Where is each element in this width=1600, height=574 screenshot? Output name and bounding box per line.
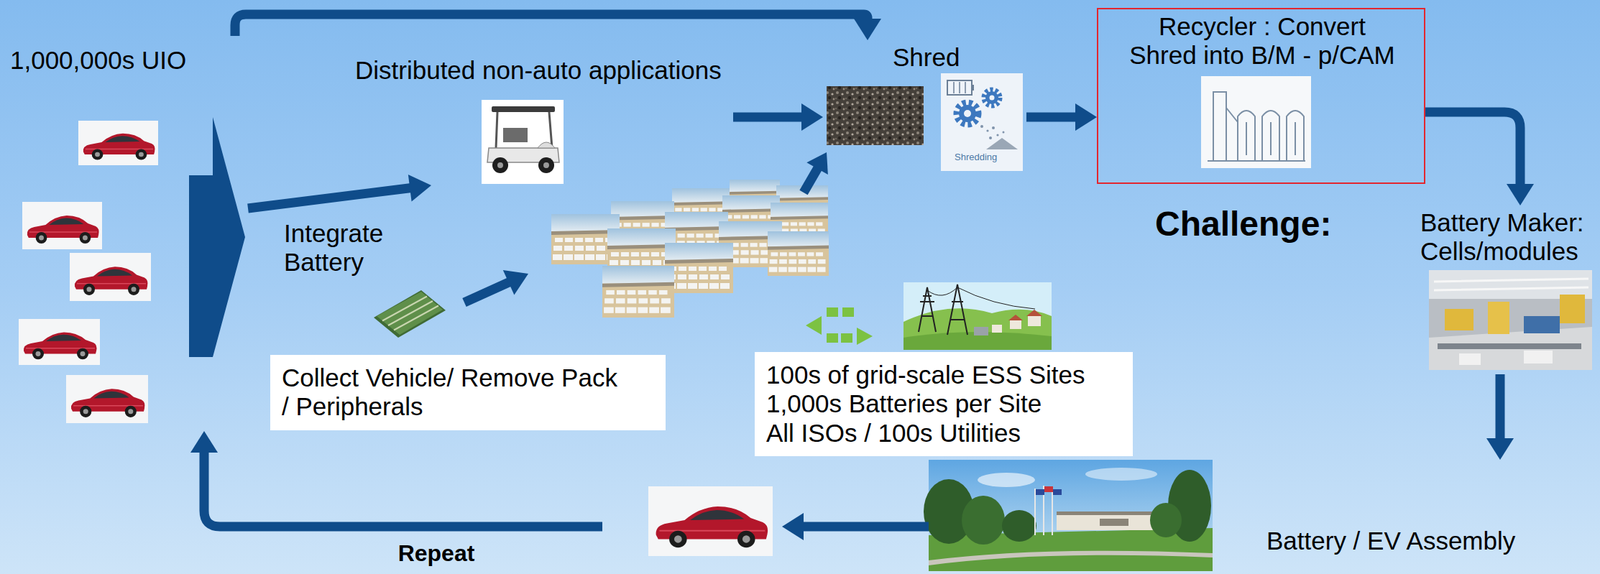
arrow-head xyxy=(1486,438,1514,461)
stage-heading: Battery / EV Assembly xyxy=(1266,526,1534,556)
golf-cart-picture xyxy=(481,99,564,185)
flow-arrow xyxy=(1425,112,1534,206)
arrow-head xyxy=(190,431,218,453)
arrow-head xyxy=(1506,184,1534,206)
arrow-line xyxy=(1026,112,1079,123)
arrow-head xyxy=(853,18,882,41)
arrow-line xyxy=(800,522,929,532)
battery-module-picture xyxy=(373,290,446,338)
arrow-line xyxy=(235,14,868,36)
arrow-line xyxy=(733,112,805,123)
label-holder: Repeat xyxy=(398,540,476,568)
arrow-head xyxy=(408,174,432,202)
flow-arrow xyxy=(235,14,882,41)
ess-site-pictures xyxy=(551,179,829,318)
arrow-line xyxy=(247,187,413,209)
arrow-head xyxy=(801,103,824,131)
shred-pile-picture xyxy=(826,86,924,146)
ess-text: 1,000s Batteries per Site xyxy=(766,389,1122,419)
recycler-text: Recycler : Convert Shred into B/M - p/CA… xyxy=(1124,12,1401,71)
step-box: Collect Vehicle/ Remove Pack / Periphera… xyxy=(270,355,666,431)
flow-arrow xyxy=(1486,374,1514,461)
battery-maker: Battery Maker: Cells/modules xyxy=(1417,205,1596,375)
assembly-plant: Battery / EV Assembly xyxy=(928,460,1539,573)
flow-arrow xyxy=(247,174,432,209)
battery-factory-picture xyxy=(1428,270,1593,371)
fleet-chevron xyxy=(189,117,246,358)
arrow-head xyxy=(782,513,804,541)
ess-box: 100s of grid-scale ESS Sites1,000s Batte… xyxy=(754,352,1133,457)
integrate-arrow xyxy=(464,270,529,303)
step-label: Integrate Battery xyxy=(283,219,410,278)
application-heading: Distributed non-auto applications xyxy=(355,56,729,85)
flow-arrow xyxy=(733,103,824,131)
stage-heading: Battery Maker: Cells/modules xyxy=(1420,208,1593,267)
non-auto-application: Distributed non-auto applications xyxy=(343,56,734,186)
challenge-heading: Challenge: xyxy=(1155,204,1393,244)
shredding-icon xyxy=(940,73,1023,172)
label-holder: Challenge: xyxy=(1155,204,1393,244)
icon-caption: Shredding xyxy=(954,152,1023,164)
stage-heading: Shred xyxy=(892,43,1015,72)
ess-text: All ISOs / 100s Utilities xyxy=(766,419,1122,448)
arrow-head xyxy=(1075,103,1097,131)
edge-label: Repeat xyxy=(398,540,476,568)
arrow-line xyxy=(204,449,603,527)
label-holder: Shredding xyxy=(954,152,1023,164)
recycler-plant-icon xyxy=(1201,76,1312,169)
assembly-plant-picture xyxy=(923,460,1213,572)
arrow-line xyxy=(1495,374,1506,442)
recycler-box: Recycler : Convert Shred into B/M - p/CA… xyxy=(1096,7,1426,185)
fleet-heading: 1,000,000s UIO xyxy=(10,46,241,75)
flow-arrow xyxy=(1026,103,1097,131)
label-holder: Integrate Battery xyxy=(283,219,410,278)
power-grid-picture xyxy=(903,282,1052,351)
vehicle-fleet: 1,000,000s UIO xyxy=(7,35,248,432)
green-arrows-icon xyxy=(805,307,873,346)
new-car-picture xyxy=(648,486,773,557)
ess-text: 100s of grid-scale ESS Sites xyxy=(766,360,1122,390)
arrow-line xyxy=(1425,112,1521,187)
step-text: Collect Vehicle/ Remove Pack / Periphera… xyxy=(281,363,626,422)
ess-to-shred-arrow xyxy=(803,152,829,193)
car-fleet xyxy=(18,120,159,424)
